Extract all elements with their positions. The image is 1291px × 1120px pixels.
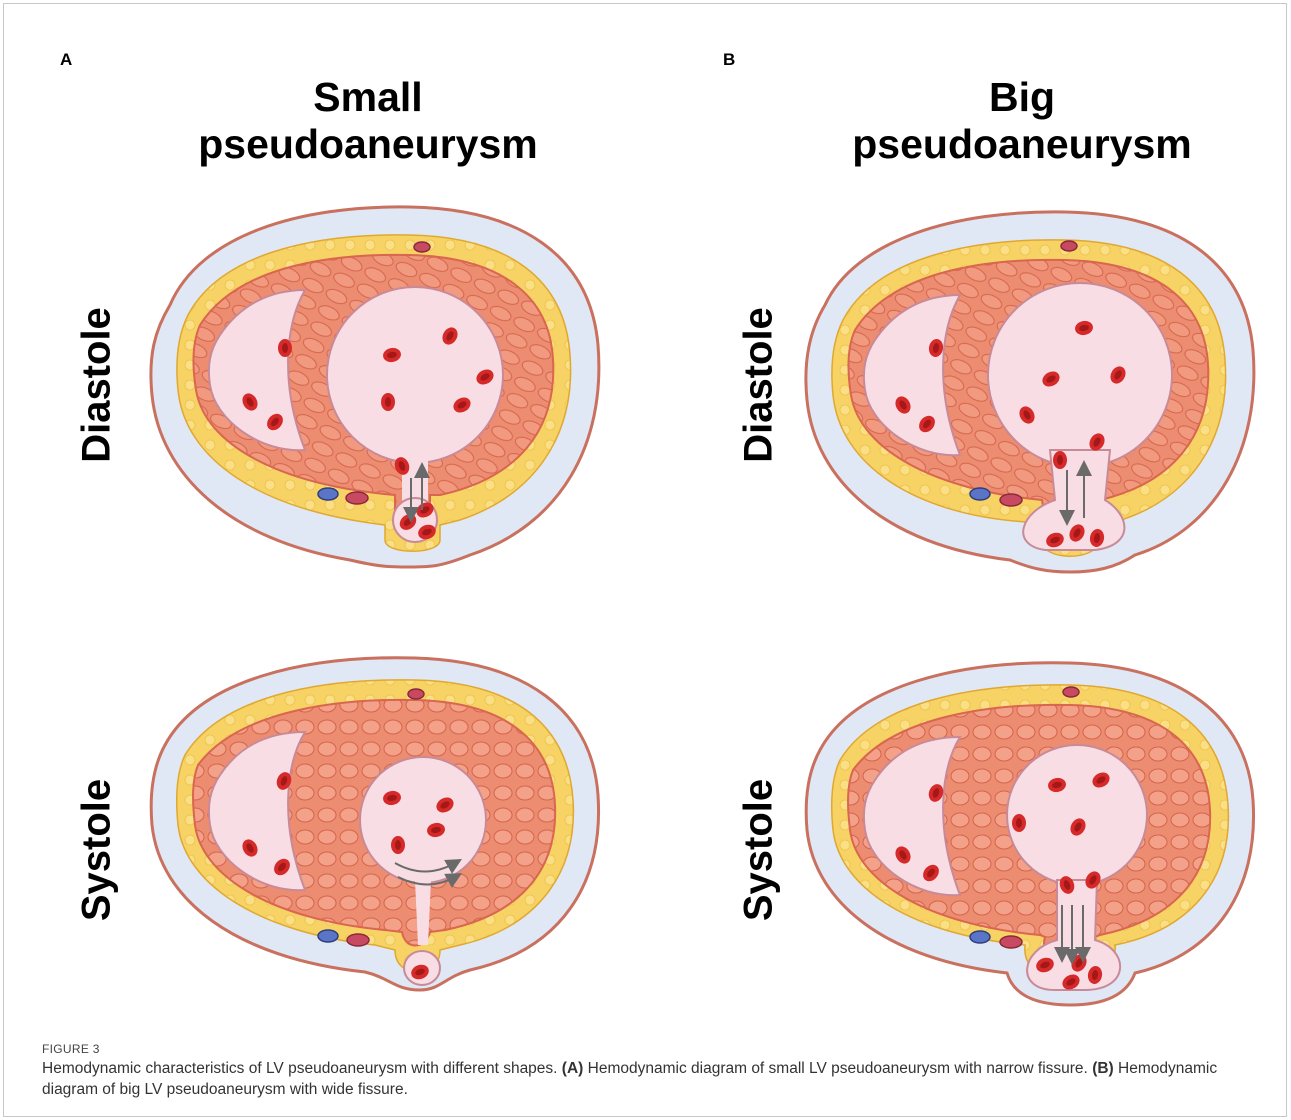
caption-a-text: Hemodynamic diagram of small LV pseudoan… — [588, 1060, 1088, 1077]
row-label-diastole-b: Diastole — [737, 307, 782, 463]
figure-label: FIGURE 3 — [42, 1042, 100, 1056]
panel-a-letter: A — [60, 50, 72, 70]
heart-small-systole — [140, 650, 610, 1010]
panel-b-title-line2: pseudoaneurysm — [842, 121, 1202, 168]
caption-b-marker: (B) — [1092, 1060, 1114, 1077]
heart-big-diastole — [795, 200, 1265, 590]
caption-a-marker: (A) — [562, 1060, 584, 1077]
panel-a-title: Small pseudoaneurysm — [188, 74, 548, 168]
heart-small-diastole — [140, 195, 610, 585]
row-label-systole-b: Systole — [737, 779, 782, 921]
panel-a-title-line1: Small — [188, 74, 548, 121]
panel-b-title-line1: Big — [842, 74, 1202, 121]
panel-b-title: Big pseudoaneurysm — [842, 74, 1202, 168]
panel-b-letter: B — [723, 50, 735, 70]
panel-a-title-line2: pseudoaneurysm — [188, 121, 548, 168]
heart-big-systole — [795, 655, 1265, 1015]
row-label-diastole-a: Diastole — [75, 307, 120, 463]
figure-caption: Hemodynamic characteristics of LV pseudo… — [42, 1058, 1242, 1100]
row-label-systole-a: Systole — [75, 779, 120, 921]
caption-intro: Hemodynamic characteristics of LV pseudo… — [42, 1060, 557, 1077]
